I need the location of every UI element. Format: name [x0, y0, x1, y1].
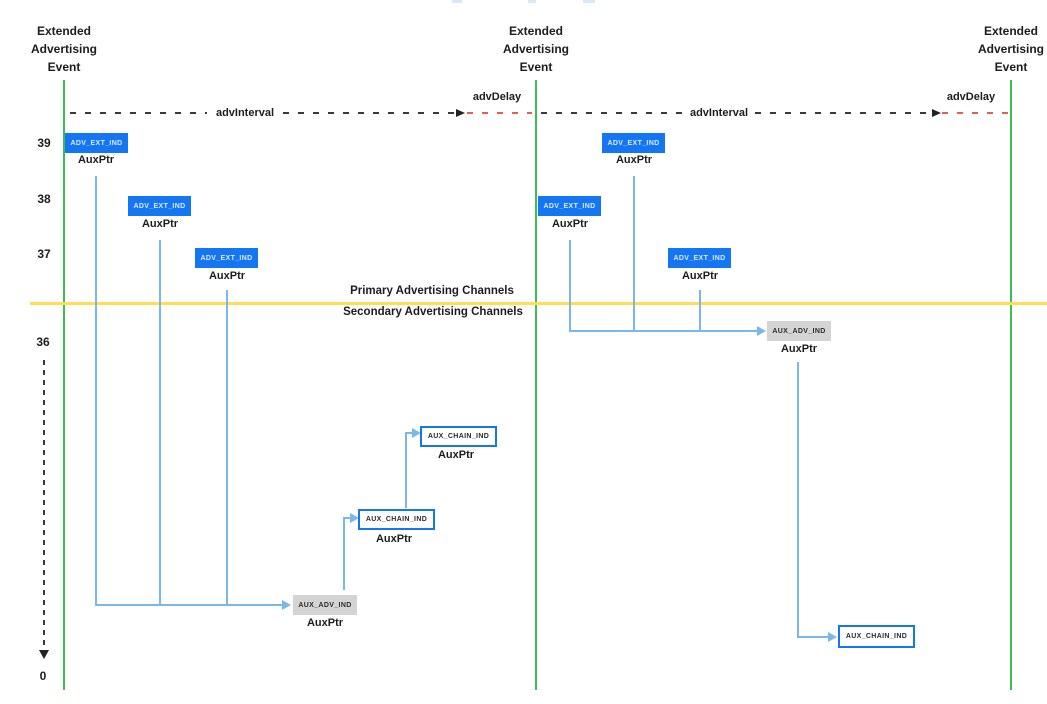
aux-ptr-label: AuxPtr [681, 270, 719, 282]
event-title-line: Advertising [977, 42, 1044, 56]
adv-interval-dash [70, 112, 207, 114]
aux-chain-connector [405, 432, 414, 434]
cropped-title-artifact [528, 0, 536, 3]
event-title-line: Extended [983, 24, 1038, 38]
aux-ptr-connector [633, 176, 635, 332]
event-boundary-line-left [63, 80, 65, 690]
adv-ext-ind-packet: ADV_EXT_IND [602, 133, 665, 153]
aux-ptr-arrowhead-icon [282, 600, 291, 610]
aux-ptr-label: AuxPtr [375, 533, 413, 545]
secondary-channels-label: Secondary Advertising Channels [343, 306, 523, 318]
event-title-line: Event [994, 60, 1028, 74]
channel-tick-38: 38 [37, 192, 51, 206]
aux-chain-arrowhead-icon [350, 513, 359, 523]
aux-ptr-connector [95, 604, 282, 606]
channel-axis-dash [43, 360, 45, 648]
aux-ptr-connector [699, 290, 701, 332]
adv-delay-dash [467, 112, 532, 114]
aux-adv-ind-packet: AUX_ADV_IND [293, 595, 357, 615]
event-title-left: Extended Advertising Event [0, 22, 129, 76]
aux-chain-arrowhead-icon [412, 428, 421, 438]
aux-ptr-connector [226, 290, 228, 606]
channel-tick-36: 36 [36, 335, 50, 349]
adv-delay-label: advDelay [472, 91, 522, 103]
channel-axis-arrowhead-icon [39, 650, 49, 659]
aux-chain-connector [343, 519, 345, 590]
adv-interval-arrowhead-icon [932, 109, 941, 117]
event-title-line: Extended [36, 24, 91, 38]
channel-tick-39: 39 [37, 136, 51, 150]
aux-ptr-label: AuxPtr [141, 218, 179, 230]
adv-interval-dash [755, 112, 932, 114]
event-boundary-line-right [1010, 80, 1012, 690]
cropped-title-artifact [583, 0, 595, 3]
aux-ptr-label: AuxPtr [437, 449, 475, 461]
event-title-line: Extended [508, 24, 563, 38]
channel-tick-0: 0 [39, 669, 47, 683]
event-title-line: Advertising [30, 42, 97, 56]
aux-adv-ind-packet: AUX_ADV_IND [767, 321, 831, 341]
aux-ptr-label: AuxPtr [306, 617, 344, 629]
adv-delay-dash [942, 112, 1008, 114]
aux-ptr-label: AuxPtr [208, 270, 246, 282]
aux-chain-connector [797, 362, 799, 638]
aux-chain-connector [797, 636, 828, 638]
event-title-right: Extended Advertising Event [946, 22, 1047, 76]
adv-interval-label: advInterval [689, 107, 749, 119]
adv-ext-ind-packet: ADV_EXT_IND [128, 196, 191, 216]
adv-delay-label: advDelay [946, 91, 996, 103]
channel-tick-37: 37 [37, 247, 51, 261]
aux-ptr-arrowhead-icon [757, 326, 766, 336]
adv-interval-dash [283, 112, 456, 114]
adv-ext-ind-packet: ADV_EXT_IND [538, 196, 601, 216]
aux-ptr-connector [159, 240, 161, 606]
aux-chain-ind-packet: AUX_CHAIN_IND [838, 625, 915, 648]
cropped-title-artifact [452, 0, 462, 3]
adv-interval-label: advInterval [215, 107, 275, 119]
event-title-line: Event [47, 60, 81, 74]
aux-chain-ind-packet: AUX_CHAIN_IND [358, 509, 435, 530]
aux-ptr-connector [569, 330, 757, 332]
aux-chain-ind-packet: AUX_CHAIN_IND [420, 426, 497, 447]
aux-chain-connector [405, 434, 407, 508]
event-boundary-line-center [535, 80, 537, 690]
aux-chain-connector [343, 517, 352, 519]
adv-interval-dash [541, 112, 687, 114]
adv-ext-ind-packet: ADV_EXT_IND [65, 133, 128, 153]
aux-ptr-connector [95, 176, 97, 606]
aux-ptr-connector [569, 240, 571, 332]
adv-ext-ind-packet: ADV_EXT_IND [195, 248, 258, 268]
adv-interval-arrowhead-icon [456, 109, 465, 117]
adv-ext-ind-packet: ADV_EXT_IND [668, 248, 731, 268]
aux-ptr-label: AuxPtr [780, 343, 818, 355]
event-title-center: Extended Advertising Event [471, 22, 601, 76]
event-title-line: Event [519, 60, 553, 74]
aux-ptr-label: AuxPtr [551, 218, 589, 230]
event-title-line: Advertising [502, 42, 569, 56]
aux-chain-arrowhead-icon [828, 632, 837, 642]
aux-ptr-label: AuxPtr [77, 154, 115, 166]
channel-divider-line [30, 302, 1047, 305]
primary-channels-label: Primary Advertising Channels [350, 285, 514, 297]
aux-ptr-label: AuxPtr [615, 154, 653, 166]
